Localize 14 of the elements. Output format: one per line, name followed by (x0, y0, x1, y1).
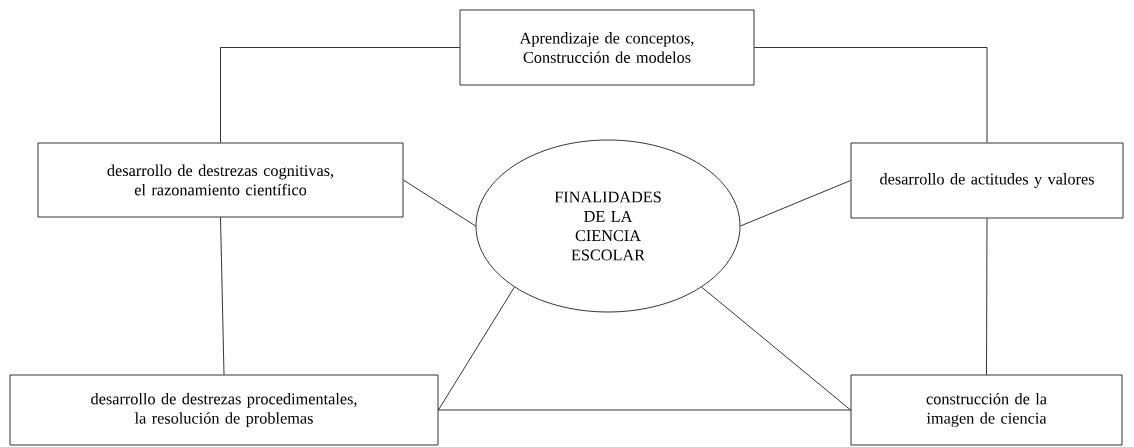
connector-line (754, 47, 988, 143)
connector-line (740, 180, 851, 227)
concept-box: desarrollo de destrezas procedimentales, la resolución de problemas (9, 374, 439, 446)
concept-box: desarrollo de actitudes y valores (850, 142, 1124, 219)
concept-box: Aprendizaje de conceptos, Construcción de modelos (459, 9, 755, 86)
connector-line (403, 179, 476, 227)
connector-line (220, 47, 460, 143)
connector-line (438, 286, 515, 411)
connector-line (986, 218, 988, 375)
connector-line (438, 409, 851, 411)
connector-line (220, 217, 225, 375)
concept-box: desarrollo de destrezas cognitivas, el razonamiento científico (37, 142, 404, 218)
concept-box: construcción de la imagen de ciencia (850, 374, 1123, 446)
connector-line (701, 286, 851, 411)
